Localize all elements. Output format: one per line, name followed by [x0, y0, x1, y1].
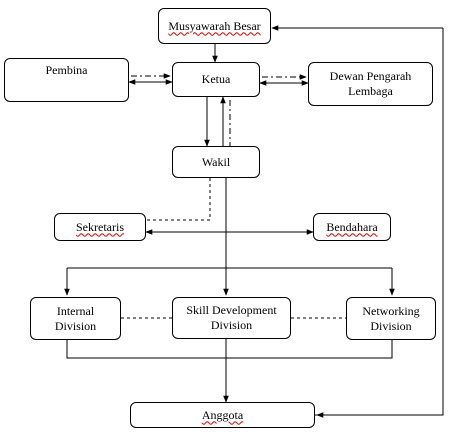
node-dewan-pengarah-label: Dewan Pengarah Lembaga [329, 69, 412, 98]
node-internal-division: Internal Division [30, 297, 121, 340]
edge-feedback-loop-bottom [315, 28, 444, 416]
node-sekretaris-label: Sekretaris [76, 219, 124, 234]
node-musyawarah-besar: Musyawarah Besar [158, 8, 271, 44]
edge-wakil-sekretaris-dashed [146, 178, 211, 221]
node-skill-development-division: Skill Development Division [172, 297, 291, 339]
node-pembina-label: Pembina [45, 63, 88, 77]
node-ketua: Ketua [172, 62, 260, 97]
node-bendahara: Bendahara [313, 213, 391, 241]
node-anggota: Anggota [130, 402, 315, 428]
node-bendahara-label: Bendahara [326, 219, 378, 234]
node-skill-development-division-label: Skill Development Division [186, 303, 277, 332]
edge-internal-collector [66, 340, 393, 359]
node-wakil: Wakil [172, 146, 260, 178]
node-musyawarah-besar-label: Musyawarah Besar [168, 18, 261, 33]
node-sekretaris: Sekretaris [54, 213, 146, 241]
node-anggota-label: Anggota [201, 407, 244, 422]
node-ketua-label: Ketua [201, 72, 231, 86]
node-internal-division-label: Internal Division [54, 303, 97, 333]
node-dewan-pengarah: Dewan Pengarah Lembaga [308, 62, 433, 106]
node-networking-division-label: Networking Division [362, 303, 420, 333]
node-wakil-label: Wakil [201, 154, 231, 169]
node-networking-division: Networking Division [346, 297, 436, 340]
node-pembina: Pembina [4, 58, 129, 102]
